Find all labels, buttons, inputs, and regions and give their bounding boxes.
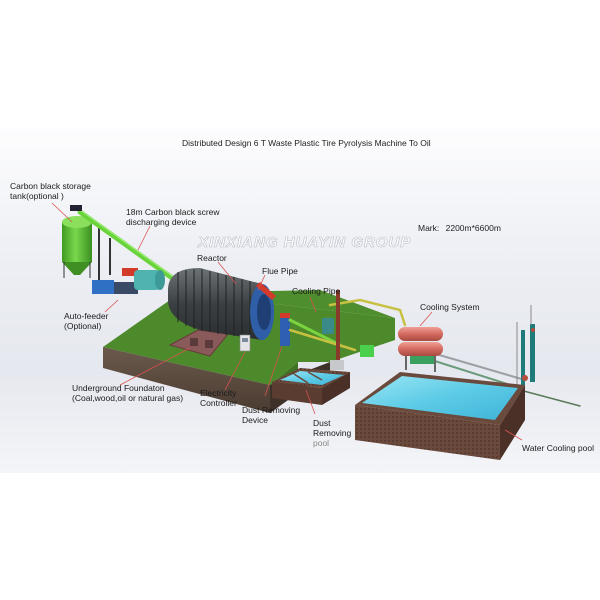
label-water-cooling-pool: Water Cooling pool [522,443,594,453]
label-line: (Optional) [64,321,102,331]
dimension-mark: Mark: 2200m*6600m [418,223,501,233]
reactor-drum [168,268,276,340]
water-cooling-pool [355,372,525,460]
vertical-condenser [516,305,535,385]
oil-tanks [322,318,374,357]
label-cooling-system: Cooling System [420,302,480,312]
label-line: Underground Foundaton [72,383,165,393]
leader-lines [51,202,523,441]
label-line: 18m Carbon black screw [126,207,220,217]
label-dust-removing-device: Dust Removing Device [242,405,300,425]
auto-feeder [92,268,165,294]
label-carbon-black-storage: Carbon black storage tank(optional ) [10,181,91,201]
label-electricity-controller: Electricity Controller [200,388,237,408]
label-line: Controller [200,398,237,408]
cooling-system-condensers [398,327,443,372]
label-line: Removing [313,428,352,438]
label-auto-feeder: Auto-feeder (Optional) [64,311,108,331]
label-line: pool [313,438,330,448]
label-flue-pipe: Flue Pipe [262,266,298,276]
label-line: Dust Removing [242,405,301,415]
label-line: Carbon black storage [10,181,91,191]
watermark-brand: XINXIANG HUAYIN GROUP [198,234,412,252]
label-line: Electricity [200,388,237,398]
label-line: (Coal,wood,oil or natural gas) [72,393,184,403]
label-line: tank(optional ) [10,191,64,201]
dust-removing-device [280,313,290,346]
label-underground-foundation: Underground Foundaton (Coal,wood,oil or … [72,383,183,403]
diagram-title: Distributed Design 6 T Waste Plastic Tir… [182,138,431,148]
label-cooling-pipe: Cooling Pipe [292,286,341,296]
chimney [330,290,344,370]
label-dust-removing-pool: Dust Removing pool [313,418,351,448]
label-line: Auto-feeder [64,311,109,321]
label-line: Dust [313,418,331,428]
screw-discharging-device [70,205,178,283]
label-reactor: Reactor [197,253,227,263]
label-line: Device [242,415,268,425]
label-screw-discharging: 18m Carbon black screw discharging devic… [126,207,220,227]
electricity-controller [239,334,251,352]
label-line: discharging device [126,217,197,227]
carbon-black-storage-tank [62,216,111,280]
